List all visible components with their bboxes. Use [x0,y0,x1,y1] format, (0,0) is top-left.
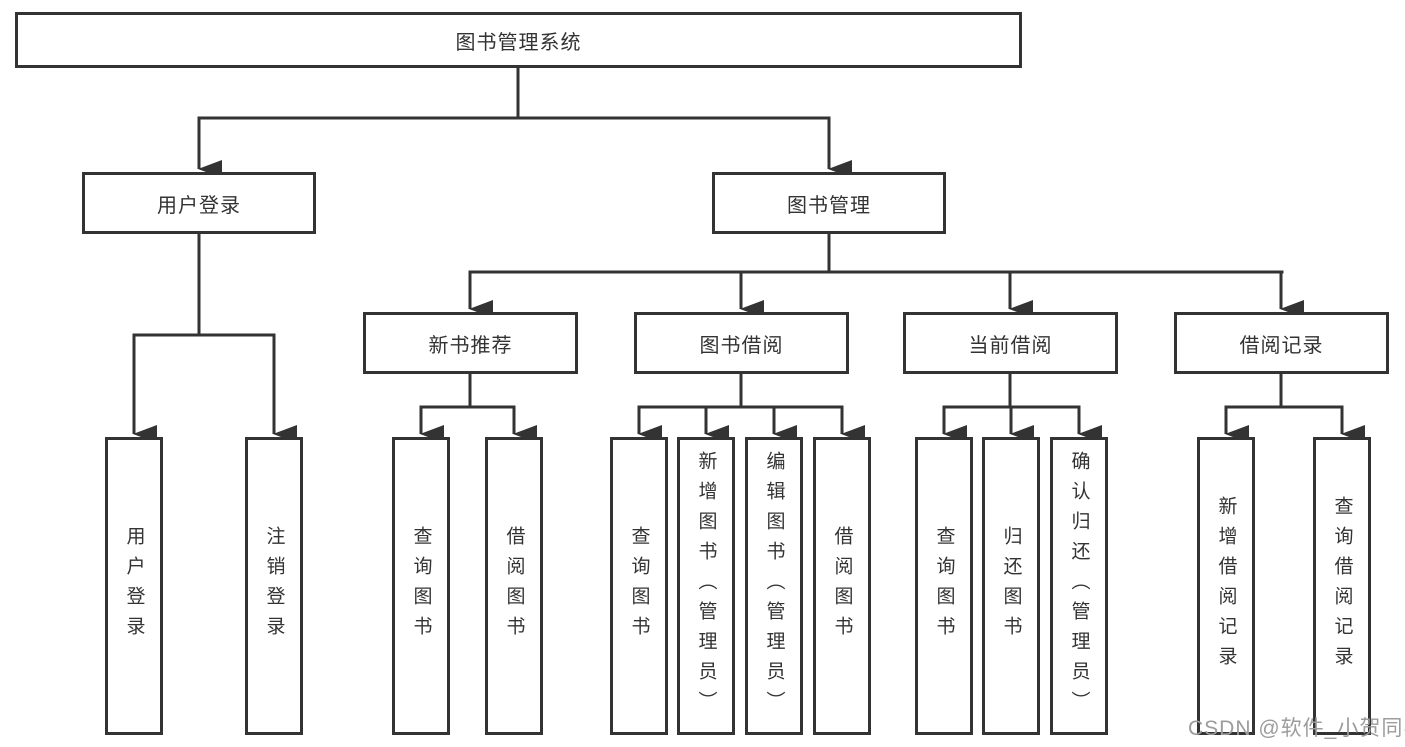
leaf-confirm-return-admin: 确认归还（管理员） [1050,437,1108,735]
leaf-add-borrow-record: 新增借阅记录 [1197,437,1255,735]
leaf-query-borrow-record: 查询借阅记录 [1313,437,1371,735]
leaf-logout: 注销登录 [245,437,303,735]
node-label: 查询借阅记录 [1331,496,1353,676]
node-label: 新书推荐 [428,334,513,357]
node-label: 图书管理系统 [455,31,582,54]
csdn-watermark: CSDN @软件_小贺同学 [1188,717,1405,740]
node-book-management: 图书管理 [712,172,946,234]
node-label: 注销登录 [263,526,285,646]
node-label: 归还图书 [1000,526,1022,646]
node-label: 新增借阅记录 [1215,496,1237,676]
node-label: 借阅记录 [1239,334,1324,357]
leaf-user-login: 用户登录 [105,437,163,735]
leaf-query-books-borrowing: 查询图书 [610,437,668,735]
leaf-borrow-books-recommendation: 借阅图书 [485,437,543,735]
node-label: 借阅图书 [503,526,525,646]
leaf-query-books-current: 查询图书 [915,437,973,735]
node-new-book-recommendation: 新书推荐 [363,312,578,374]
node-label: 查询图书 [628,526,650,646]
leaf-return-book: 归还图书 [982,437,1040,735]
node-label: 用户登录 [123,526,145,646]
node-book-borrowing: 图书借阅 [634,312,849,374]
node-label: 用户登录 [157,194,241,217]
node-label: 借阅图书 [831,526,853,646]
node-label: 确认归还（管理员） [1068,451,1090,721]
node-library-management-system: 图书管理系统 [15,12,1022,68]
node-label: 编辑图书（管理员） [763,451,785,721]
leaf-add-book-admin: 新增图书（管理员） [677,437,735,735]
node-current-borrowing: 当前借阅 [903,312,1118,374]
node-label: 查询图书 [933,526,955,646]
leaf-borrow-books-borrowing: 借阅图书 [813,437,871,735]
node-label: 图书管理 [787,194,871,217]
node-user-login: 用户登录 [82,172,316,234]
node-borrowing-records: 借阅记录 [1174,312,1389,374]
leaf-edit-book-admin: 编辑图书（管理员） [745,437,803,735]
node-label: 新增图书（管理员） [695,451,717,721]
node-label: 查询图书 [410,526,432,646]
node-label: 图书借阅 [699,334,784,357]
node-label: 当前借阅 [968,334,1053,357]
leaf-query-books-recommendation: 查询图书 [392,437,450,735]
